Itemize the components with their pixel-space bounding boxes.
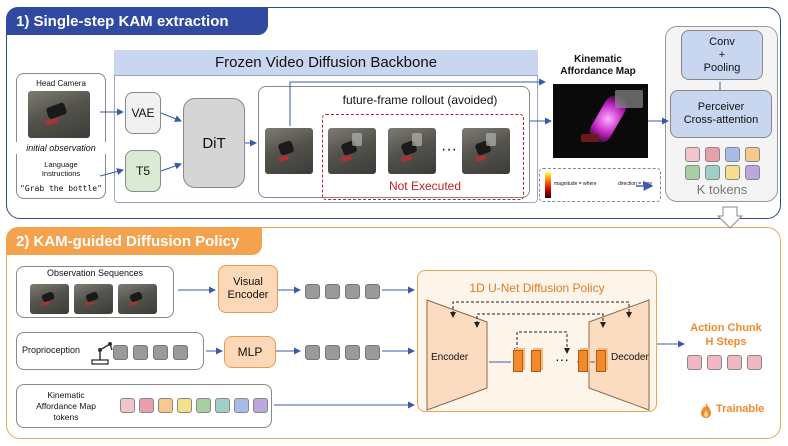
t5-box: T5	[125, 150, 161, 192]
unet-title: 1D U-Net Diffusion Policy	[469, 281, 605, 295]
kam-token	[234, 398, 249, 413]
unet-decoder-label: Decoder	[611, 352, 649, 363]
unet-block	[596, 350, 606, 372]
k-token	[745, 147, 760, 162]
action-token	[727, 355, 742, 370]
rollout-frame-1	[265, 128, 313, 174]
trainable-label: Trainable	[716, 403, 765, 415]
kam-token	[120, 398, 135, 413]
kam-token	[177, 398, 192, 413]
kam-token	[253, 398, 268, 413]
dit-box: DiT	[183, 98, 245, 188]
legend-magnitude-text: magnitude = where	[554, 181, 597, 187]
vae-label: VAE	[131, 106, 155, 120]
k-token	[685, 147, 700, 162]
kam-tokens-label: Kinematic Affordance Map tokens	[36, 389, 96, 422]
language-label: Language Instructions	[41, 160, 81, 178]
section1-title: 1) Single-step KAM extraction	[6, 7, 268, 35]
k-token	[725, 147, 740, 162]
feature-token	[365, 345, 380, 360]
unet-block	[531, 350, 541, 372]
kam-token	[215, 398, 230, 413]
unet-shapes	[417, 270, 657, 412]
rollout-frame-4	[462, 128, 510, 174]
rollout-ellipsis: ···	[441, 141, 457, 158]
backbone-title: Frozen Video Diffusion Backbone	[214, 54, 438, 71]
k-token	[745, 165, 760, 180]
flame-icon	[700, 402, 712, 418]
k-token	[705, 165, 720, 180]
obs-frame-3	[118, 284, 157, 314]
backbone-header: Frozen Video Diffusion Backbone	[114, 50, 538, 76]
perceiver-label: Perceiver Cross-attention	[683, 101, 759, 126]
proprioception-label: Proprioception	[22, 345, 81, 355]
visual-encoder-box: Visual Encoder	[218, 265, 278, 313]
unet-encoder-label: Encoder	[431, 352, 469, 363]
unet-block	[513, 350, 523, 372]
feature-token	[173, 345, 188, 360]
k-token	[725, 165, 740, 180]
rollout-frame-2	[328, 128, 376, 174]
not-executed-region	[322, 114, 524, 200]
conv-pooling-box: Conv + Pooling	[681, 30, 763, 80]
feature-token	[325, 345, 340, 360]
feature-token	[305, 284, 320, 299]
feature-token	[113, 345, 128, 360]
robot-arm-icon	[88, 336, 116, 366]
feature-token	[325, 284, 340, 299]
feature-token	[345, 345, 360, 360]
kam-legend	[539, 168, 661, 202]
proprioception-box	[16, 332, 204, 370]
conv-label: Conv + Pooling	[703, 35, 741, 74]
feature-token	[345, 284, 360, 299]
k-tokens-label: K tokens	[696, 181, 748, 197]
kam-token	[196, 398, 211, 413]
feature-token	[305, 345, 320, 360]
vae-box: VAE	[125, 92, 161, 134]
unet-ellipsis: ···	[555, 351, 569, 367]
kam-token	[158, 398, 173, 413]
obs-frame-2	[74, 284, 113, 314]
legend-direction-text: direction = how	[618, 181, 652, 187]
section2-title: 2) KAM-guided Diffusion Policy	[6, 227, 262, 255]
action-token	[687, 355, 702, 370]
section1-panel	[6, 7, 781, 219]
kam-heatmap-image	[553, 84, 648, 158]
feature-token	[133, 345, 148, 360]
initial-observation-label: initial observation	[16, 142, 106, 154]
mlp-box: MLP	[224, 336, 276, 368]
head-camera-image	[28, 91, 90, 138]
rollout-frame-3	[388, 128, 436, 174]
visual-encoder-label: Visual Encoder	[227, 276, 269, 301]
section2-panel	[6, 227, 781, 439]
instruction-text: "Grab the bottle"	[20, 183, 102, 193]
kam-token	[139, 398, 154, 413]
not-executed-label: Not Executed	[388, 179, 462, 193]
head-camera-label: Head Camera	[36, 78, 86, 88]
perceiver-box: Perceiver Cross-attention	[670, 90, 772, 138]
obs-frame-1	[30, 284, 69, 314]
k-token	[705, 147, 720, 162]
rollout-label: future-frame rollout (avoided)	[342, 93, 498, 107]
action-chunk-label: Action Chunk H Steps	[690, 322, 762, 348]
mlp-label: MLP	[237, 345, 263, 359]
kam-title: Kinematic Affordance Map	[560, 54, 636, 77]
unet-block	[578, 350, 588, 372]
feature-token	[153, 345, 168, 360]
action-token	[747, 355, 762, 370]
dit-label: DiT	[202, 134, 226, 152]
obs-seq-label: Observation Sequences	[46, 268, 144, 278]
action-token	[707, 355, 722, 370]
k-token	[685, 165, 700, 180]
magnitude-colorbar	[545, 172, 551, 198]
t5-label: T5	[135, 164, 150, 178]
feature-token	[365, 284, 380, 299]
